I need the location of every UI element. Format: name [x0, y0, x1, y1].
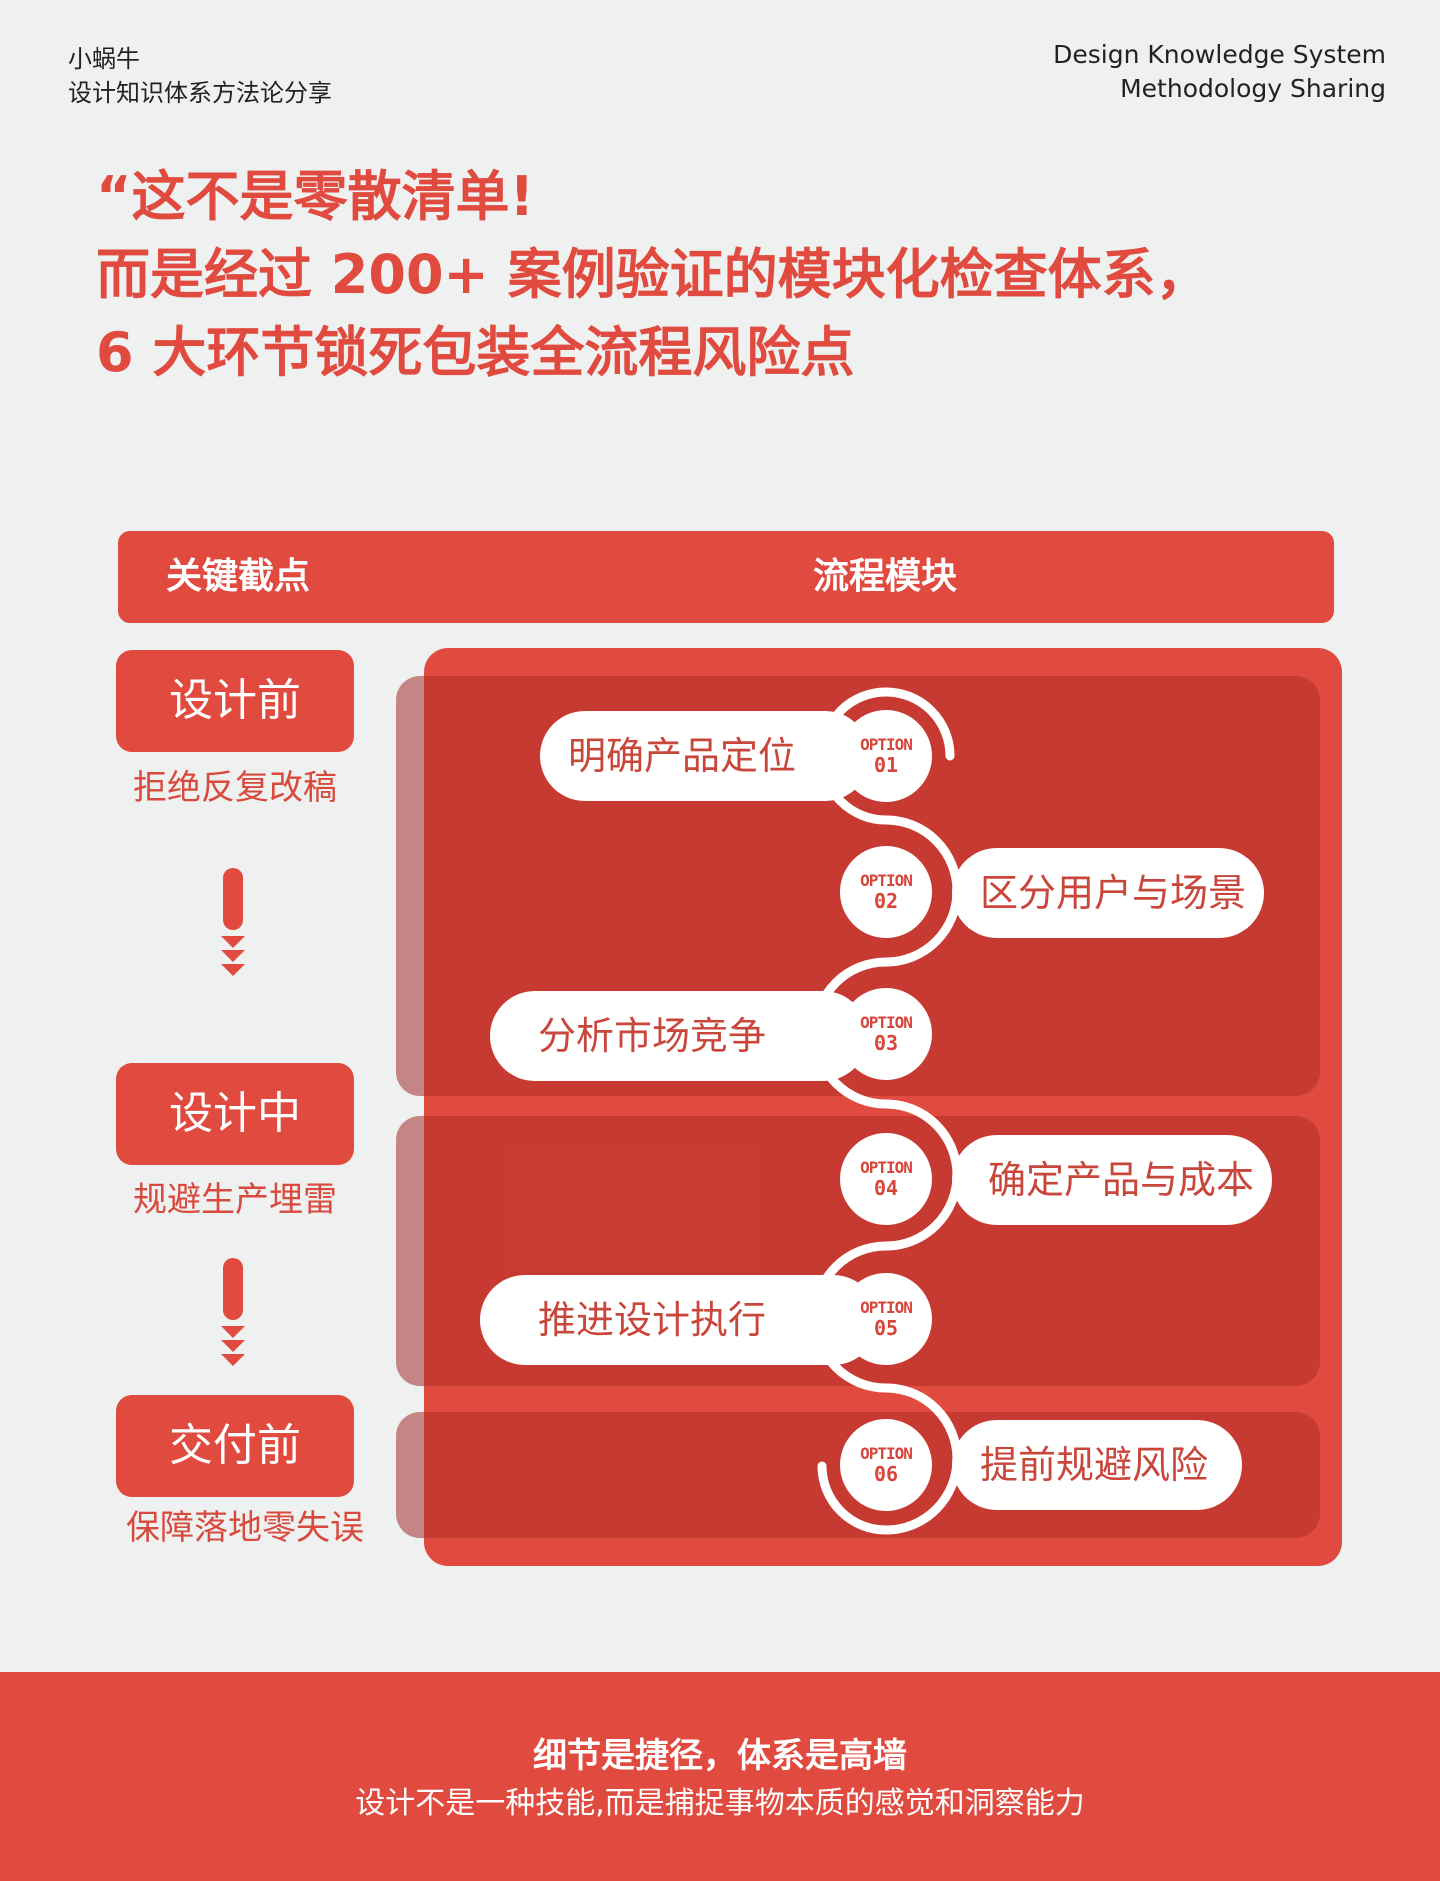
option-circle-3: OPTION 03: [840, 988, 932, 1080]
header-process-modules: 流程模块: [813, 556, 958, 597]
footer-banner: 细节是捷径，体系是高墙 设计不是一种技能,而是捕捉事物本质的感觉和洞察能力: [0, 1672, 1440, 1881]
option-number: 04: [873, 1176, 899, 1200]
option-number: 01: [873, 753, 899, 777]
headline-line2: 而是经过 200+ 案例验证的模块化检查体系，: [96, 243, 1210, 306]
option-circle-4: OPTION 04: [840, 1133, 932, 1225]
option-tag: OPTION: [860, 1298, 913, 1317]
option-number: 05: [873, 1316, 899, 1340]
stage-sub-3: 保障落地零失误: [126, 1508, 364, 1548]
option-number: 06: [873, 1462, 899, 1486]
option-pill-1: 明确产品定位: [540, 711, 870, 801]
brand-en-line2: Methodology Sharing: [1120, 74, 1386, 103]
header-key-points: 关键截点: [166, 556, 311, 597]
option-number: 03: [873, 1031, 899, 1055]
headline-line1: “这不是零散清单!: [96, 165, 535, 228]
brand-english-block: Design Knowledge System Methodology Shar…: [1053, 38, 1386, 106]
footer-title: 细节是捷径，体系是高墙: [533, 1736, 907, 1776]
option-circle-2: OPTION 02: [840, 846, 932, 938]
brand-name: 小蜗牛: [68, 45, 140, 73]
page-headline: “这不是零散清单! 而是经过 200+ 案例验证的模块化检查体系， 6 大环节锁…: [96, 158, 1396, 392]
option-circle-5: OPTION 05: [840, 1273, 932, 1365]
option-tag: OPTION: [860, 735, 913, 754]
stage-pill-1: 设计前: [116, 650, 354, 752]
option-tag: OPTION: [860, 1013, 913, 1032]
option-circle-1: OPTION 01: [840, 710, 932, 802]
option-pill-5: 推进设计执行: [480, 1275, 878, 1365]
footer-subtitle: 设计不是一种技能,而是捕捉事物本质的感觉和洞察能力: [355, 1786, 1085, 1821]
stage-pill-3: 交付前: [116, 1395, 354, 1497]
brand-block: 小蜗牛 设计知识体系方法论分享: [68, 42, 332, 110]
table-header-bar: 关键截点 流程模块: [118, 531, 1334, 623]
option-pill-4: 确定产品与成本: [952, 1135, 1272, 1225]
stage-sub-1: 拒绝反复改稿: [133, 768, 337, 808]
option-tag: OPTION: [860, 871, 913, 890]
option-pill-3: 分析市场竞争: [490, 991, 868, 1081]
option-circle-6: OPTION 06: [840, 1419, 932, 1511]
brand-tagline: 设计知识体系方法论分享: [68, 79, 332, 107]
option-number: 02: [873, 889, 899, 913]
option-tag: OPTION: [860, 1444, 913, 1463]
brand-en-line1: Design Knowledge System: [1053, 40, 1386, 69]
stage-sub-2: 规避生产埋雷: [133, 1180, 337, 1220]
option-pill-2: 区分用户与场景: [952, 848, 1264, 938]
down-arrow-icon: [221, 1258, 245, 1366]
stage-pill-2: 设计中: [116, 1063, 354, 1165]
down-arrow-icon: [221, 868, 245, 976]
headline-line3: 6 大环节锁死包装全流程风险点: [96, 321, 855, 384]
option-tag: OPTION: [860, 1158, 913, 1177]
option-pill-6: 提前规避风险: [952, 1420, 1242, 1510]
